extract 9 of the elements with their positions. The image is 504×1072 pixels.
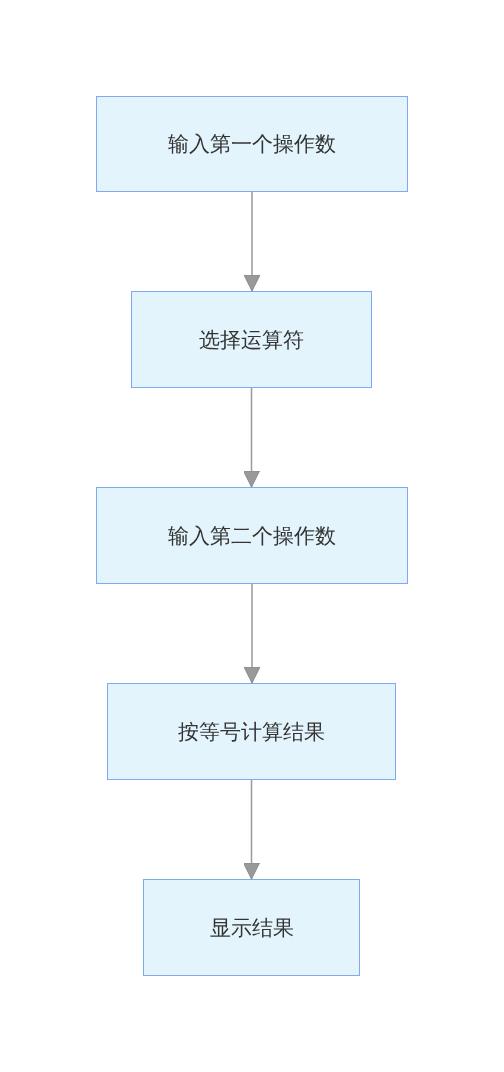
process-box: 显示结果 (143, 879, 360, 976)
process-box: 输入第一个操作数 (96, 96, 408, 192)
process-box: 按等号计算结果 (107, 683, 396, 780)
process-box: 选择运算符 (131, 291, 372, 388)
arrow (243, 191, 261, 292)
arrow (243, 779, 260, 880)
arrow (243, 583, 261, 684)
process-box: 输入第二个操作数 (96, 487, 408, 584)
arrow (243, 387, 260, 488)
